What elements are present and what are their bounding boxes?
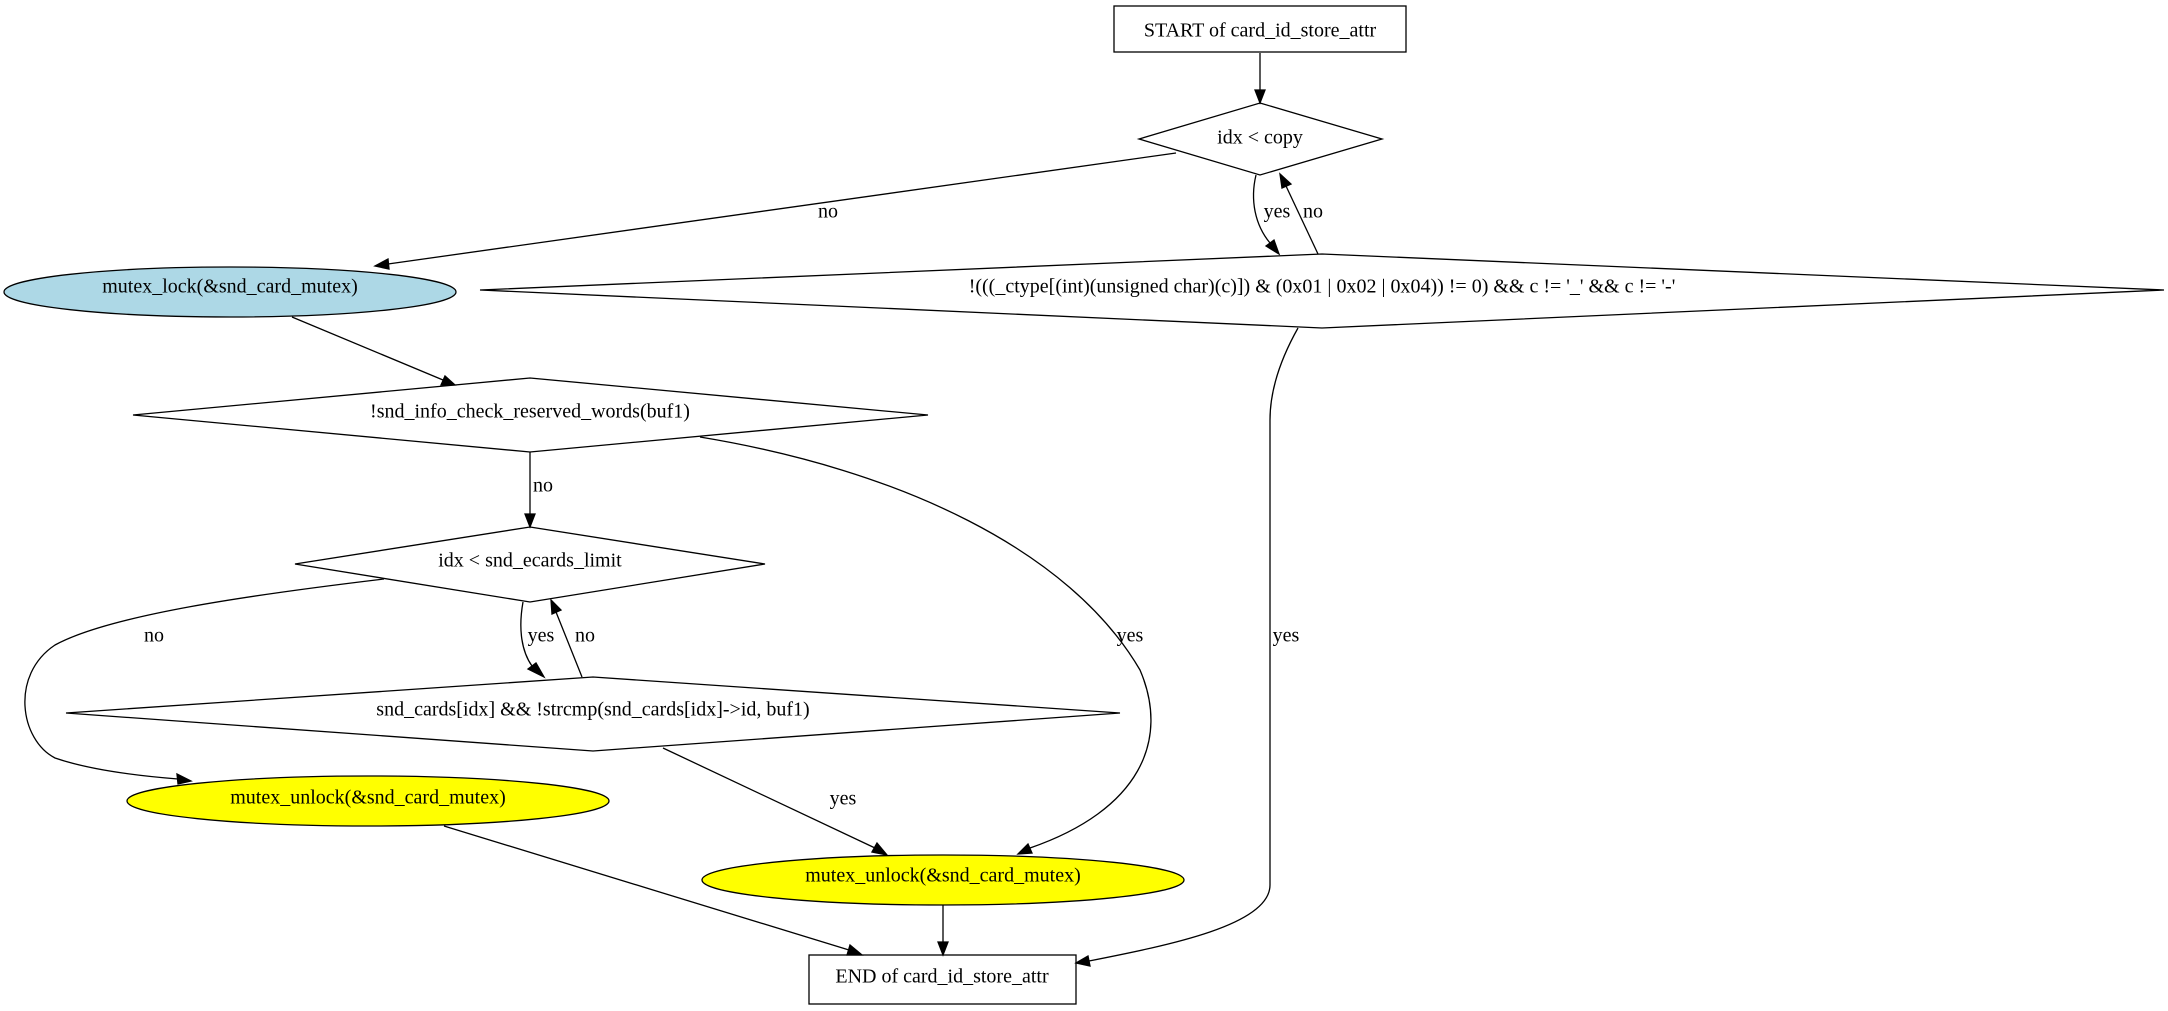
node-unlock-left: mutex_unlock(&snd_card_mutex) [126,775,610,827]
node-cond-strcmp-shape [65,676,1121,752]
edge-lock-to-reserved [291,316,457,386]
edge-reserved-no-arrow [524,513,536,529]
node-mutex-lock-label: mutex_lock(&snd_card_mutex) [102,276,358,298]
edge-reserved-yes-label: yes [1117,625,1144,647]
node-cond-idx-copy-label: idx < copy [1217,127,1303,149]
node-start-shape [1113,5,1407,53]
node-unlock-left-shape [126,775,610,827]
edge-strcmp-yes-arrow [870,841,889,856]
node-end-shape [808,954,1077,1005]
node-unlock-right-label: mutex_unlock(&snd_card_mutex) [805,865,1081,887]
node-cond-ctype-label: !(((_ctype[(int)(unsigned char)(c)]) & (… [969,276,1676,298]
edge-ctype-yes: yes [1074,327,1300,967]
edge-strcmp-no-arrow [550,598,563,615]
edge-strcmp-no-line [555,611,583,678]
edge-strcmp-yes-label: yes [830,788,857,810]
edge-reserved-yes-arrow [1016,842,1033,855]
node-cond-limit-shape [294,526,766,603]
edge-strcmp-no: no [550,598,595,678]
edge-start-to-copy [1254,53,1266,105]
edge-unlock-left-to-end-line [443,825,850,951]
edge-ctype-yes-arrow [1074,954,1091,967]
node-cond-idx-copy-shape [1136,102,1385,176]
edge-ctype-no-label: no [1303,201,1323,223]
edge-unlock-left-to-end-arrow [846,943,864,956]
edge-copy-no-label: no [818,201,838,223]
node-cond-strcmp-label: snd_cards[idx] && !strcmp(snd_cards[idx]… [376,699,809,721]
edge-unlock-right-to-end-arrow [937,941,949,957]
edge-reserved-no: no [524,452,553,529]
edge-start-to-copy-arrow [1254,89,1266,105]
edge-ctype-no: no [1279,172,1323,255]
edge-reserved-yes: yes [699,436,1152,855]
edge-limit-no-line [24,578,385,780]
node-unlock-left-label: mutex_unlock(&snd_card_mutex) [230,787,506,809]
node-cond-reserved-label: !snd_info_check_reserved_words(buf1) [370,401,690,423]
edge-limit-yes-line [520,601,533,667]
edge-strcmp-no-label: no [575,625,595,647]
edge-copy-no-line [387,152,1177,265]
node-cond-ctype: !(((_ctype[(int)(unsigned char)(c)]) & (… [479,253,2165,329]
edge-copy-no: no [373,152,1177,270]
edge-copy-yes-arrow [1264,238,1281,256]
edge-limit-no: no [24,578,385,785]
edge-ctype-no-arrow [1279,172,1293,189]
node-end-label: END of card_id_store_attr [835,966,1049,988]
node-cond-reserved: !snd_info_check_reserved_words(buf1) [132,377,929,453]
edge-ctype-yes-label: yes [1273,625,1300,647]
edge-limit-no-arrow [176,772,193,785]
node-start-label: START of card_id_store_attr [1144,20,1377,42]
node-mutex-lock-shape [3,266,457,318]
node-unlock-right: mutex_unlock(&snd_card_mutex) [701,854,1185,906]
edge-ctype-yes-line [1088,327,1299,962]
edge-copy-yes: yes [1252,174,1291,256]
edge-unlock-right-to-end [937,905,949,957]
edge-strcmp-yes: yes [662,747,889,856]
edge-limit-yes-arrow [526,662,546,679]
edge-limit-no-label: no [144,625,164,647]
edge-copy-yes-label: yes [1264,201,1291,223]
node-cond-strcmp: snd_cards[idx] && !strcmp(snd_cards[idx]… [65,676,1121,752]
edge-limit-yes-label: yes [528,625,555,647]
edge-limit-yes: yes [520,601,555,679]
node-cond-idx-copy: idx < copy [1136,102,1385,176]
node-cond-limit: idx < snd_ecards_limit [294,526,766,603]
edge-ctype-no-line [1285,185,1319,255]
node-end: END of card_id_store_attr [808,954,1077,1005]
edge-lock-to-reserved-arrow [439,374,457,386]
node-start: START of card_id_store_attr [1113,5,1407,53]
node-mutex-lock: mutex_lock(&snd_card_mutex) [3,266,457,318]
edge-reserved-no-label: no [533,475,553,497]
node-cond-ctype-shape [479,253,2165,329]
edge-copy-yes-line [1252,174,1271,244]
edge-lock-to-reserved-line [291,316,444,381]
edge-strcmp-yes-line [662,747,876,849]
edge-reserved-yes-line [699,436,1152,849]
edge-unlock-left-to-end [443,825,864,956]
edge-copy-no-arrow [373,257,390,270]
node-cond-limit-label: idx < snd_ecards_limit [438,550,622,572]
